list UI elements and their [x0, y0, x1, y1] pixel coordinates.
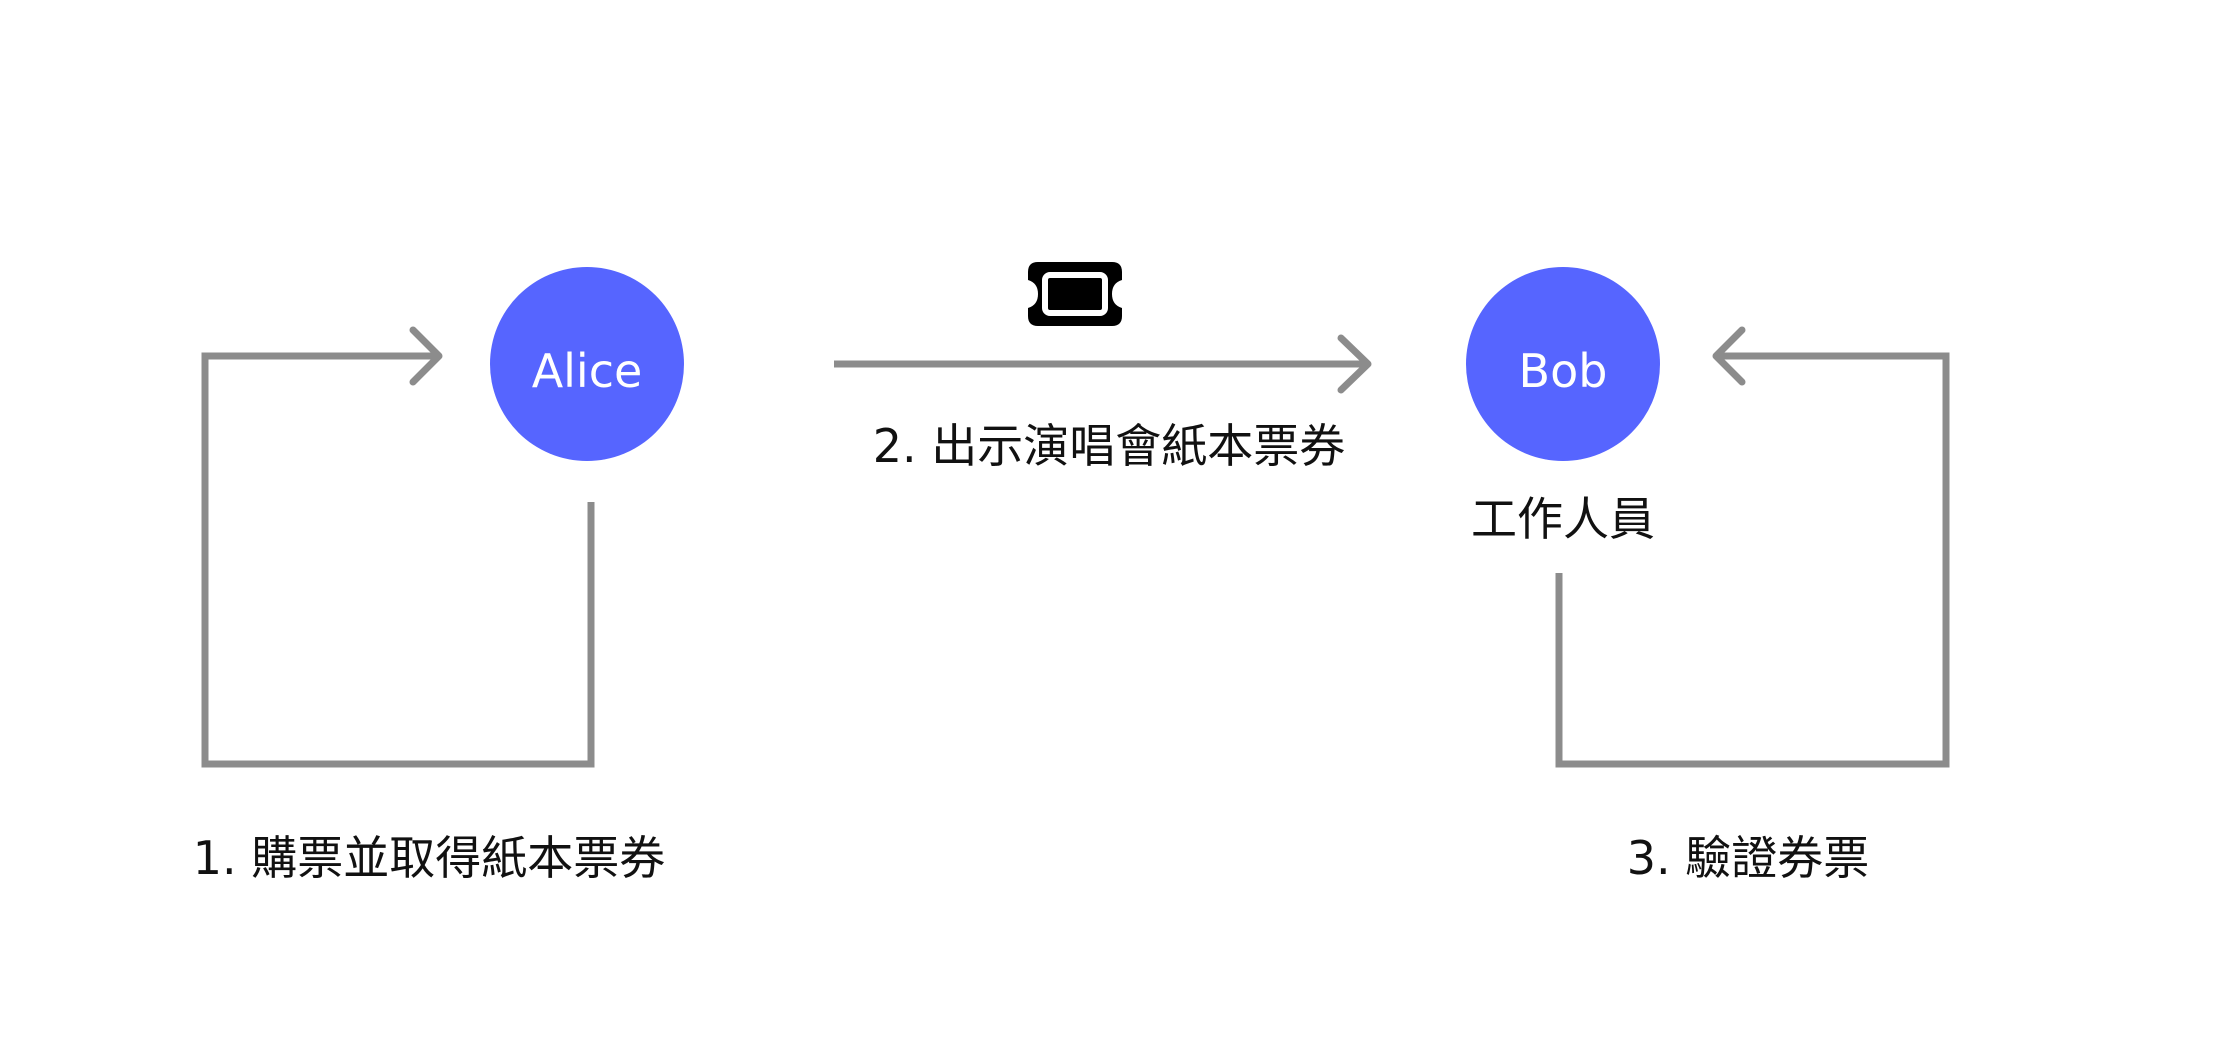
bob-node: Bob — [1466, 267, 1660, 461]
alice-loop-line — [201, 352, 595, 768]
ticket-icon — [1028, 262, 1122, 326]
alice-self-loop — [201, 326, 595, 768]
alice-to-bob-arrow — [834, 334, 1372, 394]
step-2-label: 2. 出示演唱會紙本票券 — [873, 419, 1346, 473]
step-3-label: 3. 驗證券票 — [1627, 831, 1870, 885]
bob-role-label: 工作人員 — [1471, 492, 1655, 546]
alice-node: Alice — [490, 267, 684, 461]
ticket-icon-window — [1042, 272, 1108, 316]
bob-loop-arrowhead — [1712, 326, 1746, 386]
alice-circle — [490, 267, 684, 461]
bob-label: Bob — [1519, 344, 1608, 398]
step-1-label: 1. 購票並取得紙本票券 — [193, 831, 666, 885]
alice-to-bob-arrowhead — [1337, 334, 1372, 394]
alice-label: Alice — [532, 344, 643, 398]
bob-loop-line — [1555, 352, 1950, 768]
bob-self-loop — [1555, 326, 1950, 768]
bob-circle — [1466, 267, 1660, 461]
alice-loop-arrowhead — [409, 326, 443, 386]
